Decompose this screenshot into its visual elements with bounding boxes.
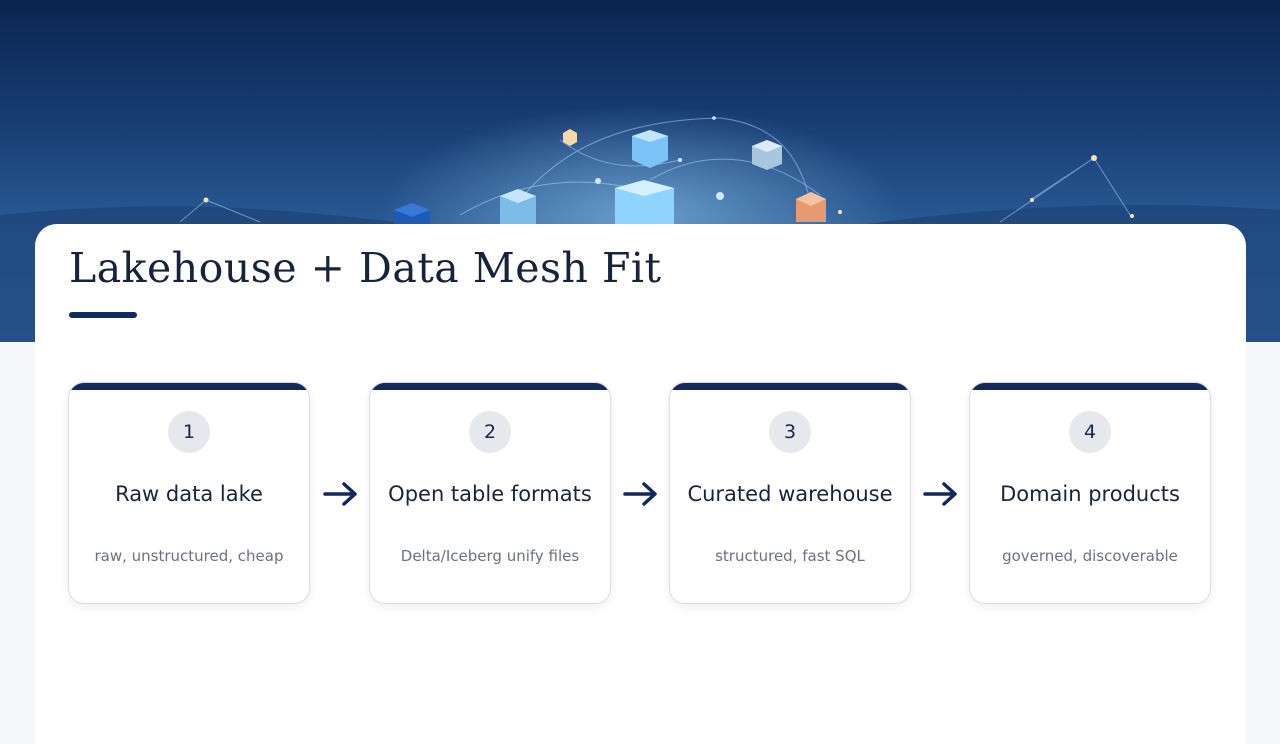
step-title: Curated warehouse (687, 482, 893, 506)
step-title: Raw data lake (115, 482, 263, 506)
step-title: Open table formats (388, 482, 592, 506)
arrow-right-icon (323, 482, 357, 506)
arrow-right-icon (623, 482, 657, 506)
step-subtitle: Delta/Iceberg unify files (400, 547, 580, 565)
step-card-raw-data-lake: 1 Raw data lake raw, unstructured, cheap (68, 382, 310, 604)
step-accent-bar (370, 383, 610, 390)
step-subtitle: structured, fast SQL (715, 547, 865, 565)
step-subtitle: raw, unstructured, cheap (94, 547, 284, 565)
step-card-curated-warehouse: 3 Curated warehouse structured, fast SQL (669, 382, 911, 604)
step-accent-bar (970, 383, 1210, 390)
step-number-badge: 2 (469, 411, 511, 453)
step-number-badge: 4 (1069, 411, 1111, 453)
step-accent-bar (670, 383, 910, 390)
step-card-domain-products: 4 Domain products governed, discoverable (969, 382, 1211, 604)
step-accent-bar (69, 383, 309, 390)
step-title: Domain products (1000, 482, 1180, 506)
title-underline (69, 312, 137, 318)
step-subtitle: governed, discoverable (1002, 547, 1178, 565)
step-card-open-table-formats: 2 Open table formats Delta/Iceberg unify… (369, 382, 611, 604)
step-number-badge: 1 (168, 411, 210, 453)
step-number-badge: 3 (769, 411, 811, 453)
arrow-right-icon (923, 482, 957, 506)
page-title: Lakehouse + Data Mesh Fit (69, 244, 662, 292)
